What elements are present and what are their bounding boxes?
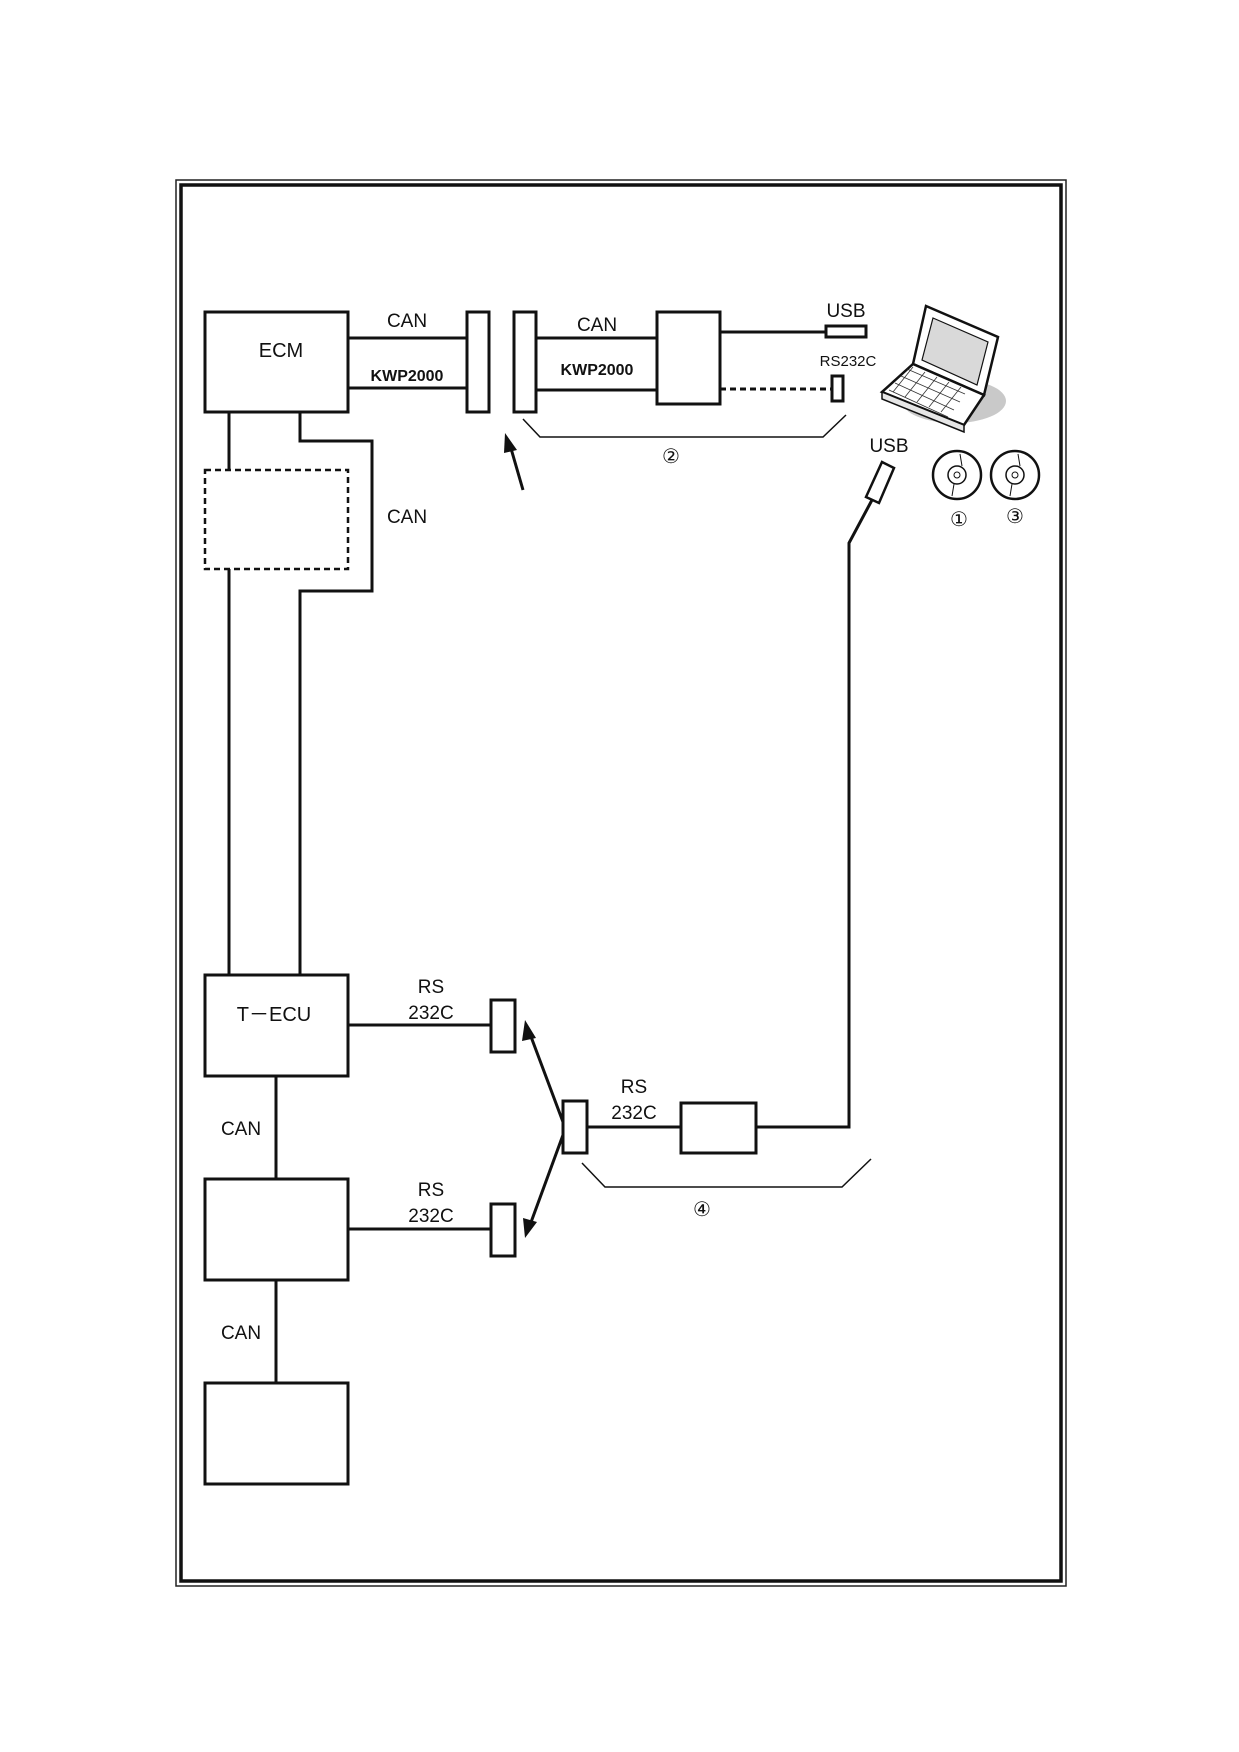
laptop-icon: [879, 304, 1006, 434]
middle-rs-label-1: RS: [418, 1180, 444, 1201]
tecu-rs-connector: [489, 998, 517, 1054]
cd-disc-icon: [931, 449, 983, 501]
ecm-kwp-label: KWP2000: [371, 368, 444, 385]
tecu-rs-label-1: RS: [418, 977, 444, 998]
usb-cable: [756, 499, 874, 1129]
connector-arrow-head: [504, 433, 517, 453]
callout-4: ④: [693, 1199, 711, 1221]
connector-arrow-line: [508, 444, 525, 491]
bottom-block: [203, 1381, 350, 1486]
tecu-block: [203, 973, 350, 1078]
ecm-block: [203, 310, 350, 414]
middle-block: [203, 1177, 350, 1282]
converter-box: [679, 1101, 758, 1155]
middle-rs-connector: [489, 1202, 517, 1258]
bracket-2: [522, 414, 847, 438]
usb-laptop-label: USB: [869, 436, 908, 457]
interface-can-label: CAN: [577, 315, 617, 336]
middle-rs-label-2: 232C: [408, 1206, 453, 1227]
optional-module-block: [203, 468, 350, 571]
rs232c-plug-top: [830, 374, 845, 403]
rs232c-top-label: RS232C: [820, 353, 877, 370]
usb-top-label: USB: [826, 301, 865, 322]
interface-kwp-label: KWP2000: [561, 362, 634, 379]
inner-frame: [179, 183, 1063, 1583]
ecm-can-loop-wire: [298, 412, 374, 975]
can-low-label-1: CAN: [221, 1119, 261, 1140]
callout-2: ②: [662, 446, 680, 468]
mobile-rs-connector: [561, 1099, 589, 1155]
lower-double-arrow-line: [528, 1134, 565, 1226]
ecm-can-label: CAN: [387, 311, 427, 332]
outer-frame: [175, 179, 1067, 1587]
interface-box: [655, 310, 722, 406]
diag-connector-right: [512, 310, 538, 414]
callout-1: ①: [950, 509, 968, 531]
lower-arrow-head: [523, 1218, 537, 1238]
converter-rs-label-2: 232C: [611, 1103, 656, 1124]
usb-plug-laptop: [864, 460, 896, 505]
upper-arrow-head: [522, 1020, 536, 1041]
callout-3: ③: [1006, 506, 1024, 528]
can-low-label-2: CAN: [221, 1323, 261, 1344]
side-can-label: CAN: [387, 507, 427, 528]
ecm-label: ECM: [259, 340, 303, 362]
converter-rs-label-1: RS: [621, 1077, 647, 1098]
cd-disc-icon: [989, 449, 1041, 501]
bracket-4: [581, 1158, 872, 1188]
diag-connector-left: [465, 310, 491, 414]
usb-plug-top: [824, 324, 868, 339]
tecu-rs-label-2: 232C: [408, 1003, 453, 1024]
upper-double-arrow-line: [528, 1033, 565, 1123]
tecu-label: T－ECU: [237, 1004, 311, 1026]
